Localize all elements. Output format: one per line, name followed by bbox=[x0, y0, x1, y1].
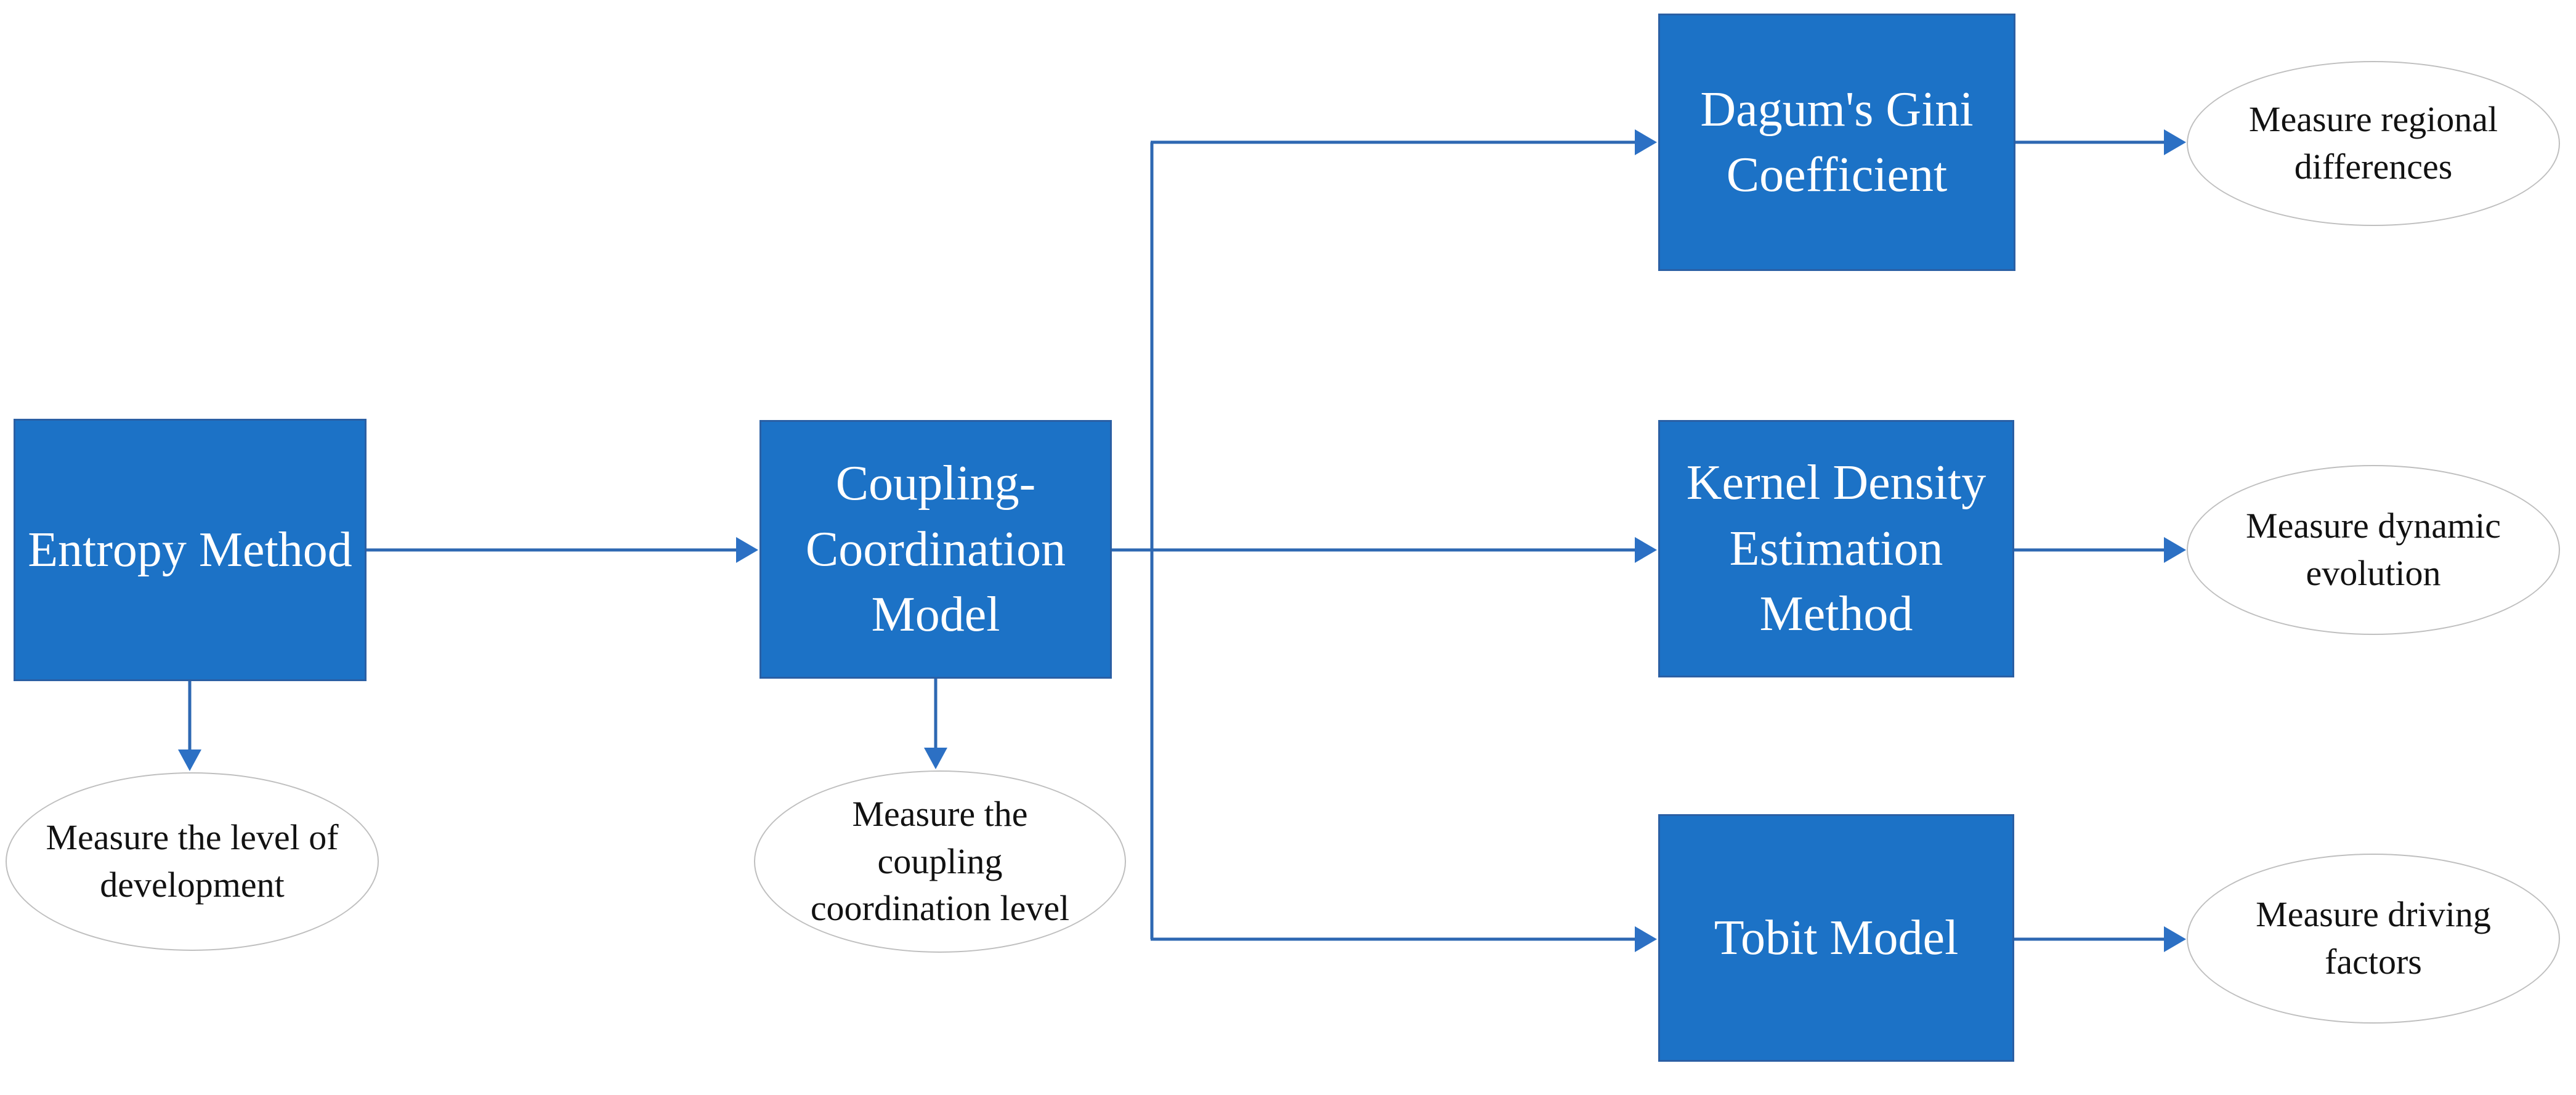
node-dagums-gini-coefficient-label: Dagum's Gini Coefficient bbox=[1700, 82, 1974, 202]
arrow-coupling-to-kernel bbox=[1112, 537, 1657, 563]
outcome-measure-coupling-coordination-level-label: Measure the coupling coordination level bbox=[810, 794, 1070, 929]
outcome-measure-coupling-coordination-level: Measure the coupling coordination level bbox=[754, 770, 1126, 953]
arrow-coupling-to-coordination bbox=[924, 679, 947, 769]
node-kernel-density-estimation-method: Kernel Density Estimation Method bbox=[1658, 420, 2014, 677]
outcome-measure-driving-factors: Measure driving factors bbox=[2187, 854, 2560, 1024]
outcome-measure-regional-differences-label: Measure regional differences bbox=[2248, 99, 2498, 187]
outcome-measure-regional-differences: Measure regional differences bbox=[2187, 61, 2560, 226]
outcome-measure-dynamic-evolution: Measure dynamic evolution bbox=[2187, 465, 2560, 635]
arrow-dagum-to-regional bbox=[2015, 129, 2186, 155]
node-coupling-coordination-model: Coupling- Coordination Model bbox=[759, 420, 1112, 679]
outcome-measure-dynamic-evolution-label: Measure dynamic evolution bbox=[2246, 506, 2501, 593]
node-entropy-method: Entropy Method bbox=[14, 419, 367, 681]
outcome-measure-level-of-development-label: Measure the level of development bbox=[46, 817, 339, 905]
arrow-kernel-to-dynamic bbox=[2014, 537, 2186, 563]
arrow-tobit-to-driving bbox=[2014, 926, 2186, 952]
node-entropy-method-label: Entropy Method bbox=[28, 522, 352, 577]
node-dagums-gini-coefficient: Dagum's Gini Coefficient bbox=[1658, 14, 2015, 271]
node-coupling-coordination-model-label: Coupling- Coordination Model bbox=[805, 456, 1066, 642]
arrow-entropy-to-coupling bbox=[367, 537, 758, 563]
outcome-measure-level-of-development: Measure the level of development bbox=[6, 772, 379, 951]
arrow-entropy-to-development bbox=[178, 681, 201, 771]
node-tobit-model-label: Tobit Model bbox=[1714, 910, 1959, 965]
arrow-branch-to-tobit bbox=[1151, 926, 1657, 952]
node-tobit-model: Tobit Model bbox=[1658, 814, 2014, 1062]
outcome-measure-driving-factors-label: Measure driving factors bbox=[2256, 894, 2491, 982]
node-kernel-density-estimation-method-label: Kernel Density Estimation Method bbox=[1686, 456, 1987, 642]
arrow-branch-to-dagum bbox=[1151, 129, 1657, 155]
